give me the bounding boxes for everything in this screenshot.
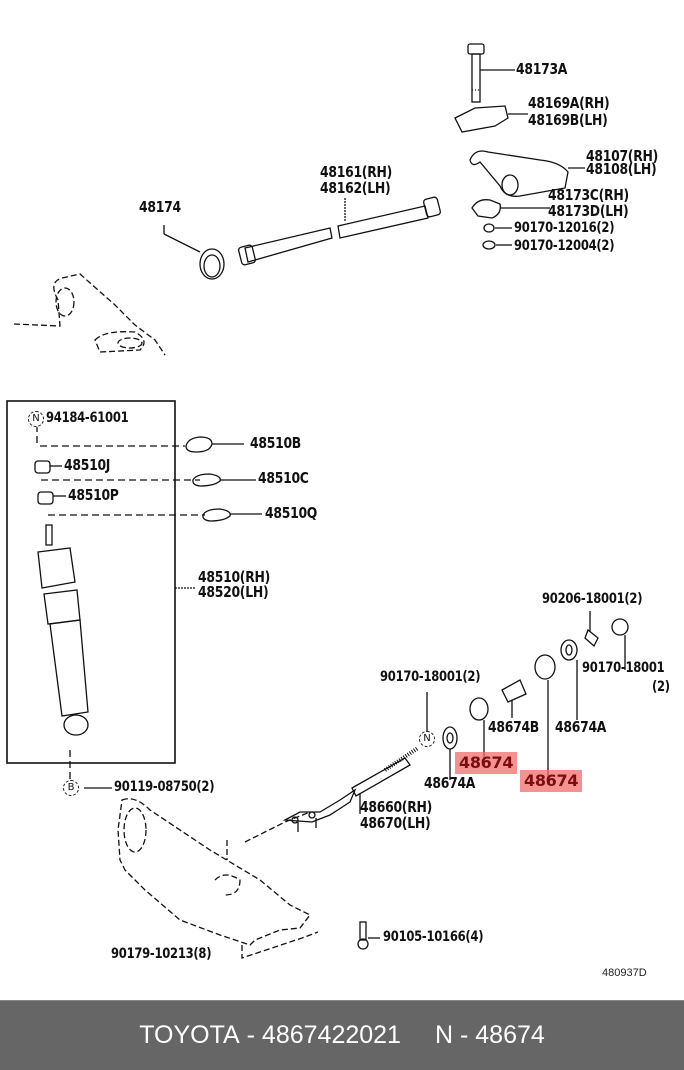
footer-part-number: 4867422021 — [261, 1021, 401, 1049]
label-48107[interactable]: 48107(RH) — [586, 147, 659, 165]
label-48169a[interactable]: 48169A(RH) — [528, 94, 610, 112]
label-48674a-left[interactable]: 48674A — [424, 774, 476, 792]
bolt-48173a-drawing — [467, 43, 515, 103]
label-90105-10166[interactable]: 90105-10166(4) — [383, 929, 484, 945]
label-48162[interactable]: 48162(LH) — [320, 179, 391, 197]
highlighted-part-48674[interactable]: 48674 — [520, 770, 583, 792]
diagram-linework — [6, 43, 629, 959]
label-48173a[interactable]: 48173A — [516, 60, 568, 78]
label-48510p[interactable]: 48510P — [68, 486, 119, 504]
lower-arm-drawing — [117, 798, 319, 959]
label-90170-12004[interactable]: 90170-12004(2) — [514, 238, 615, 254]
label-48510q[interactable]: 48510Q — [265, 504, 318, 522]
plate-48660-drawing — [282, 788, 357, 832]
bolt-90105-drawing — [357, 921, 380, 950]
label-48173c[interactable]: 48173C(RH) — [548, 186, 629, 204]
label-48161[interactable]: 48161(RH) — [320, 163, 393, 181]
b-marker-icon: B — [63, 780, 79, 796]
label-94184-61001[interactable]: 94184-61001 — [46, 410, 129, 426]
label-48674a-right[interactable]: 48674A — [555, 718, 607, 736]
label-90206-18001[interactable]: 90206-18001(2) — [542, 591, 643, 607]
highlighted-part-48674[interactable]: 48674 — [455, 752, 518, 774]
footer-n-prefix: N — [434, 1021, 454, 1049]
drawing-code: 480937D — [602, 967, 647, 979]
parts-diagram: 48173A 48169A(RH) 48169B(LH) 48107(RH) 4… — [6, 43, 670, 979]
torsion-bar-48161-drawing — [238, 196, 441, 266]
shock-absorber-box — [6, 400, 176, 764]
label-90170-18001-right[interactable]: 90170-18001 — [582, 660, 665, 676]
label-90170-12016[interactable]: 90170-12016(2) — [514, 220, 615, 236]
label-90170-18001-left[interactable]: 90170-18001(2) — [380, 669, 481, 685]
footer-dash: - — [459, 1021, 469, 1049]
label-48510j[interactable]: 48510J — [64, 456, 111, 474]
label-48169b[interactable]: 48169B(LH) — [528, 111, 608, 129]
label-48674b[interactable]: 48674B — [488, 718, 540, 736]
stud-48660-drawing — [351, 692, 428, 814]
label-90119-08750[interactable]: 90119-08750(2) — [114, 779, 215, 795]
label-48174[interactable]: 48174 — [139, 198, 181, 216]
anchor-48174-drawing — [163, 225, 225, 280]
shock-parts-drawing — [34, 436, 262, 789]
n-marker-icon: N — [419, 731, 435, 747]
label-90170-18001-right-qty: (2) — [652, 679, 670, 695]
label-48108[interactable]: 48108(LH) — [586, 160, 657, 178]
label-48510[interactable]: 48510(RH) — [198, 568, 271, 586]
label-48510c[interactable]: 48510C — [258, 469, 309, 487]
leader-dashes — [36, 425, 205, 780]
frame-bracket-drawing — [13, 273, 166, 356]
n-marker-icon: N — [28, 411, 44, 427]
label-48660[interactable]: 48660(RH) — [360, 798, 433, 816]
pad-48173c-drawing — [471, 199, 550, 219]
footer-brand: TOYOTA — [139, 1021, 240, 1049]
nuts-90170-drawing — [482, 223, 512, 250]
label-48520[interactable]: 48520(LH) — [198, 583, 269, 601]
footer-n-value: 48674 — [475, 1021, 545, 1049]
label-48173d[interactable]: 48173D(LH) — [548, 202, 629, 220]
bushings-48674-drawing — [442, 611, 629, 785]
footer-bar: TOYOTA - 4867422021 N - 48674 — [0, 1000, 684, 1070]
bracket-48169-drawing — [454, 105, 528, 133]
bushing-48107-drawing — [469, 150, 585, 197]
label-48510b[interactable]: 48510B — [250, 434, 302, 452]
footer-dash: - — [246, 1021, 255, 1049]
label-48670[interactable]: 48670(LH) — [360, 814, 431, 832]
label-90179-10213[interactable]: 90179-10213(8) — [111, 946, 212, 962]
